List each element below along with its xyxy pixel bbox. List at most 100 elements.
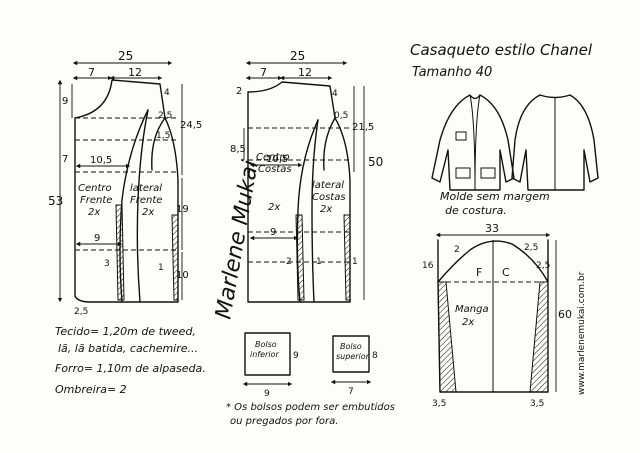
materials-tecido: Tecido= 1,20m de tweed,: [55, 325, 196, 338]
sleeve-back-letter: C: [502, 266, 510, 279]
pocket-upper-w: 7: [348, 387, 354, 397]
sleeve-cuff-right-label: 3,5: [530, 399, 544, 409]
sleeve-cuff-left-label: 3,5: [432, 399, 446, 409]
front-hem-curve-label: 2,5: [74, 307, 88, 317]
front-side-label-3: 2x: [142, 207, 154, 218]
back-center-label-2: Costas: [258, 164, 292, 175]
back-side-hatch: [343, 214, 351, 301]
back-dart2-label: 2: [286, 257, 292, 267]
pocket-upper-box: [332, 335, 370, 373]
front-shoulder-label: 12: [128, 66, 142, 79]
front-center-label-2: Frente: [80, 195, 112, 206]
back-armhole-ease-label: 0,5: [334, 111, 348, 121]
front-pattern: 25 7 12 53 9 7 10,5 9 24,5: [48, 49, 202, 317]
pocket-lower: Bolso inferior 9 9: [242, 332, 299, 399]
back-neck-label: 7: [260, 66, 267, 79]
sleeve-cap-box: [437, 239, 549, 283]
title: Casaqueto estilo Chanel: [410, 41, 593, 59]
pocket-lower-w: 9: [264, 389, 270, 399]
back-side-label: lateral: [312, 180, 344, 191]
sleeve-width-label: 33: [485, 222, 499, 235]
back-dart-hatch: [295, 214, 305, 301]
size-label: Tamanho 40: [412, 65, 492, 80]
jacket-back-illustration: [511, 94, 599, 191]
sleeve-pattern: 33 16 2 2,5 2,5 F C Manga 2x 60 3,5 3,5: [422, 222, 572, 409]
back-armhole-depth-label: 21,5: [352, 122, 374, 133]
back-upper-label: 8,5: [230, 144, 246, 155]
materials-forro: Forro= 1,10m de alpaseda.: [55, 362, 206, 375]
front-armhole-depth-label: 24,5: [180, 120, 202, 131]
front-dart-hatch: [115, 204, 125, 301]
pocket-upper-h: 8: [372, 351, 378, 361]
front-bust-label: 10,5: [90, 155, 112, 166]
front-side-label-2: Frente: [130, 195, 162, 206]
front-armhole: [151, 117, 166, 171]
pocket-lower-label: Bolso: [255, 340, 277, 349]
sleeve-front-letter: F: [476, 266, 482, 279]
back-side-label-2: Costas: [312, 192, 346, 203]
front-hem-len-label: 10: [176, 270, 189, 281]
website-stamp: www.marlenemukai.com.br: [577, 271, 587, 395]
front-princess-seam-2: [136, 109, 149, 303]
front-center-label: Centro: [78, 183, 112, 194]
sleeve-cap-right-label: 2,5: [524, 243, 538, 253]
back-shoulder-label: 12: [298, 66, 312, 79]
front-side-label: lateral: [130, 183, 162, 194]
sleeve-length-label: 60: [558, 308, 572, 321]
sleeve-label: Manga: [455, 304, 489, 315]
front-bust-mark: 7: [62, 154, 68, 165]
mold-note-2: de costura.: [445, 204, 507, 217]
pockets-note: * Os bolsos podem ser embutidos: [226, 402, 395, 413]
front-waist-label: 9: [94, 233, 100, 244]
pocket-lower-box: [244, 332, 291, 376]
mold-note: Molde sem margem: [440, 190, 550, 203]
front-dart3-label: 3: [104, 259, 110, 269]
back-armhole: [323, 117, 336, 171]
back-dart1-label: 1: [316, 257, 322, 267]
pocket-upper: Bolso superior 8 7: [330, 335, 378, 397]
back-waist-label: 9: [270, 227, 276, 238]
front-shoulder-drop-label: 4: [164, 88, 170, 98]
sleeve-hatch-left: [437, 281, 457, 393]
back-width-label: 25: [290, 49, 305, 63]
back-shoulder-drop-label: 4: [332, 89, 338, 99]
front-length-label: 53: [48, 194, 63, 208]
front-waist-len-label: 19: [176, 204, 189, 215]
back-neck-rise-label: 2: [236, 86, 242, 97]
pockets-note-2: ou pregados por fora.: [230, 416, 338, 427]
sleeve-cap-height-label: 16: [422, 261, 434, 271]
signature-logo: Marlene Mukai: [211, 158, 264, 321]
pocket-upper-label-2: superior: [336, 352, 370, 361]
back-center-label: Centro: [256, 152, 290, 163]
front-dart1-label: 1: [158, 263, 164, 273]
back-pattern: 25 7 12 2 8,5 10,5 9 21,5 4 0,5 50 2 1 1…: [230, 49, 383, 303]
front-center-label-3: 2x: [88, 207, 100, 218]
pocket-lower-h: 9: [293, 351, 299, 361]
sleeve-cap-left-label: 2: [454, 245, 460, 255]
back-princess-seam-2: [311, 119, 319, 303]
back-side-label-3: 2x: [320, 204, 332, 215]
front-width-label: 25: [118, 49, 133, 63]
pocket-lower-label-2: inferior: [250, 350, 279, 359]
front-armhole-ease-label: 2,5: [158, 111, 172, 121]
back-length-label: 50: [368, 155, 383, 169]
front-outline: [74, 79, 179, 303]
front-neckdepth-label: 9: [62, 96, 68, 107]
back-side1-label: 1: [352, 257, 358, 267]
front-side-ease-label: 1,5: [156, 131, 170, 141]
materials-tecido-2: lã, lã batida, cachemire...: [58, 342, 198, 355]
sleeve-hatch-right: [529, 281, 549, 393]
front-neck-label: 7: [88, 66, 95, 79]
pocket-upper-label: Bolso: [340, 342, 362, 351]
jacket-front-illustration: [431, 94, 515, 191]
website-text: www.marlenemukai.com.br: [577, 271, 587, 395]
front-side-hatch: [171, 214, 179, 301]
sleeve-label-2: 2x: [462, 317, 474, 328]
signature-text: Marlene Mukai: [211, 158, 264, 321]
back-backw-label: 10,5: [266, 154, 288, 165]
materials-ombreira: Ombreira= 2: [55, 383, 127, 396]
sleeve-cap-right2-label: 2,5: [536, 261, 550, 271]
back-center-label-3: 2x: [268, 202, 280, 213]
